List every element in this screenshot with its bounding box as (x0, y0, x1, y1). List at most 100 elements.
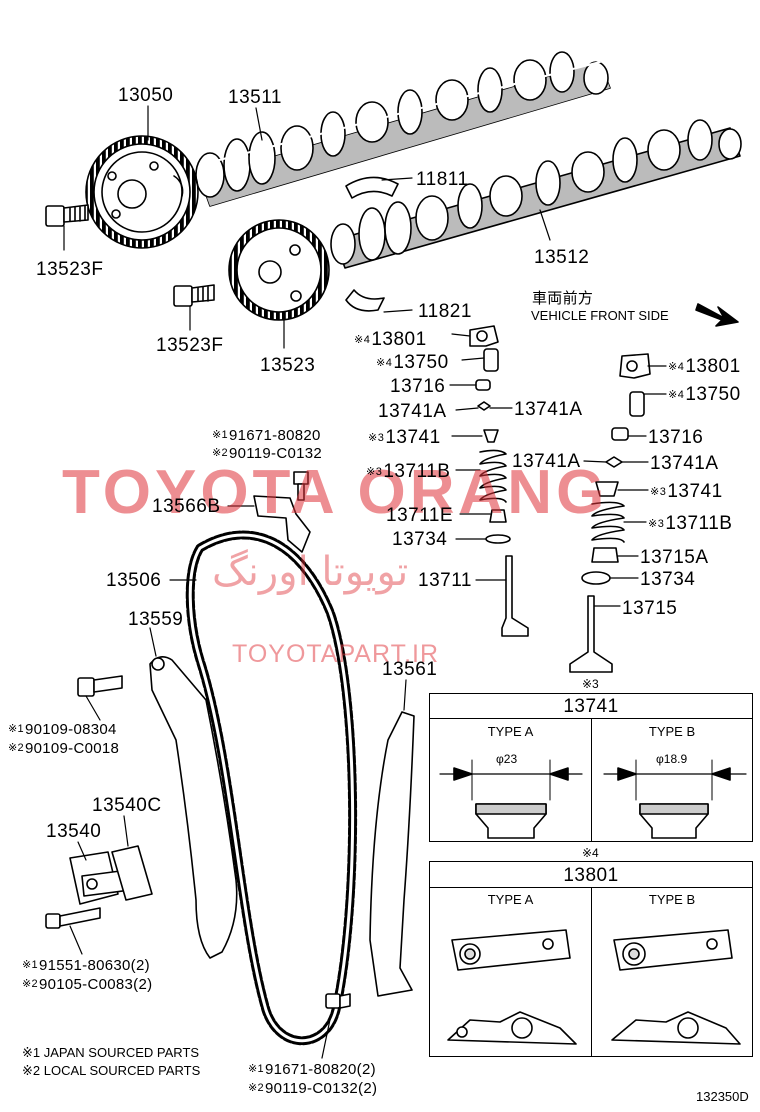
bearing-11821 (345, 289, 385, 312)
bracket-13566B (253, 495, 311, 553)
mark-3: ※3 (650, 486, 667, 498)
direction-jp: 車両前方 (532, 290, 594, 307)
label-13741-right[interactable]: ※313741 (650, 482, 723, 501)
label-13711[interactable]: 13711 (418, 570, 472, 591)
label-13050[interactable]: 13050 (118, 85, 174, 106)
bolt-91551-80630 (45, 907, 101, 929)
part-number: 90109-C0018 (24, 740, 120, 757)
bolt-label-d1[interactable]: ※191671-80820(2) (248, 1062, 376, 1077)
label-13540[interactable]: 13540 (46, 821, 102, 842)
bolt-91671-80820 (293, 471, 309, 501)
label-13741-left[interactable]: ※313741 (368, 428, 441, 447)
front-direction-arrow (695, 303, 739, 327)
bolt-13523F-b (173, 284, 215, 307)
label-13506[interactable]: 13506 (106, 570, 162, 591)
label-13741A-left-2[interactable]: 13741A (514, 399, 583, 420)
table-13801: 13801 TYPE A TYPE B (429, 861, 753, 1057)
table-13801-drawings (447, 929, 741, 1045)
label-13741A-left-1[interactable]: 13741A (378, 401, 447, 422)
bolt-label-b1[interactable]: ※190109-08304 (8, 722, 117, 737)
bolt-91671-80820-lower (325, 993, 351, 1009)
direction-en: VEHICLE FRONT SIDE (531, 308, 669, 323)
mark-2: ※2 (22, 1063, 41, 1078)
label-13715A[interactable]: 13715A (640, 547, 709, 568)
leader-lines (63, 105, 667, 1059)
label-13741A-right-1[interactable]: 13741A (512, 451, 581, 472)
gasket-13540C (111, 845, 153, 901)
watermark-brand: TOYOTA ORANG (62, 458, 609, 527)
bolt-90109-08304 (77, 675, 123, 697)
camshaft-13512 (330, 119, 742, 269)
part-number: 90119-C0132(2) (264, 1080, 378, 1097)
legend-japan: ※1 JAPAN SOURCED PARTS (22, 1046, 199, 1059)
bolt-label-a1[interactable]: ※191671-80820 (212, 428, 321, 443)
part-number: 13750 (685, 384, 741, 405)
part-number: 13741 (667, 481, 723, 502)
label-13711E[interactable]: 13711E (386, 505, 454, 526)
legend-text: JAPAN SOURCED PARTS (43, 1045, 200, 1060)
part-number: 13711B (665, 513, 733, 534)
bolt-label-d2[interactable]: ※290119-C0132(2) (248, 1081, 377, 1096)
part-number: 13711B (383, 461, 451, 482)
label-13716-right[interactable]: 13716 (648, 427, 704, 448)
part-number: 90119-C0132 (228, 445, 323, 462)
table-13741-drawings (439, 759, 747, 839)
mark-1: ※1 (22, 1045, 41, 1060)
label-13801-right[interactable]: ※413801 (668, 357, 741, 376)
mark-1: ※1 (212, 429, 228, 441)
diagram-code: 132350D (696, 1089, 749, 1104)
label-13741A-right-2[interactable]: 13741A (650, 453, 719, 474)
part-number: 90105-C0083(2) (38, 976, 153, 993)
label-13711B-left[interactable]: ※313711B (366, 462, 450, 481)
slipper-13559 (149, 656, 238, 959)
legend-text: LOCAL SOURCED PARTS (43, 1063, 201, 1078)
mark-2: ※2 (22, 978, 38, 990)
dimension-type-a: φ23 (496, 752, 518, 766)
label-13801-left[interactable]: ※413801 (354, 330, 427, 349)
mark-3: ※3 (368, 432, 385, 444)
label-13561[interactable]: 13561 (382, 659, 438, 680)
part-number: 13741 (385, 427, 441, 448)
mark-1: ※1 (8, 723, 24, 735)
part-number: 91671-80820(2) (264, 1061, 376, 1078)
table-13741-title: 13741 (563, 696, 619, 717)
part-number: 90109-08304 (24, 721, 117, 738)
label-13734-left[interactable]: 13734 (392, 529, 448, 550)
bolt-label-c1[interactable]: ※191551-80630(2) (22, 958, 150, 973)
bolt-label-c2[interactable]: ※290105-C0083(2) (22, 977, 152, 992)
mark-4-table: ※4 (582, 846, 599, 860)
part-number: 13801 (371, 329, 427, 350)
mark-3-valve: ※3 (582, 677, 599, 691)
label-13512[interactable]: 13512 (534, 247, 590, 268)
label-13711B-right[interactable]: ※313711B (648, 514, 732, 533)
legend-local: ※2 LOCAL SOURCED PARTS (22, 1064, 200, 1077)
divider (591, 887, 592, 1056)
label-13523F-b[interactable]: 13523F (156, 335, 224, 356)
watermark-site: TOYOTAPART.IR (232, 640, 440, 668)
table-13801-title: 13801 (563, 865, 619, 886)
bolt-label-a2[interactable]: ※290119-C0132 (212, 446, 322, 461)
bearing-11811 (345, 176, 399, 199)
divider (591, 718, 592, 841)
table-13741: 13741 TYPE A TYPE B φ23 φ18.9 (429, 693, 753, 842)
label-11811[interactable]: 11811 (416, 169, 469, 190)
gear-13050 (85, 135, 199, 249)
label-13716-left[interactable]: 13716 (390, 376, 446, 397)
label-11821[interactable]: 11821 (418, 301, 472, 322)
label-13523F-a[interactable]: 13523F (36, 259, 104, 280)
label-13566B[interactable]: 13566B (152, 496, 221, 517)
label-13734-right[interactable]: 13734 (640, 569, 696, 590)
part-number: 13801 (685, 356, 741, 377)
label-13523[interactable]: 13523 (260, 355, 316, 376)
part-number: 91551-80630(2) (38, 957, 150, 974)
label-13715[interactable]: 13715 (622, 598, 678, 619)
bolt-label-b2[interactable]: ※290109-C0018 (8, 741, 119, 756)
label-13559[interactable]: 13559 (128, 609, 184, 630)
label-13511[interactable]: 13511 (228, 87, 282, 108)
label-13750-right[interactable]: ※413750 (668, 385, 741, 404)
label-13750-left[interactable]: ※413750 (376, 353, 449, 372)
mark-3: ※3 (648, 518, 665, 530)
label-13540C[interactable]: 13540C (92, 795, 162, 816)
